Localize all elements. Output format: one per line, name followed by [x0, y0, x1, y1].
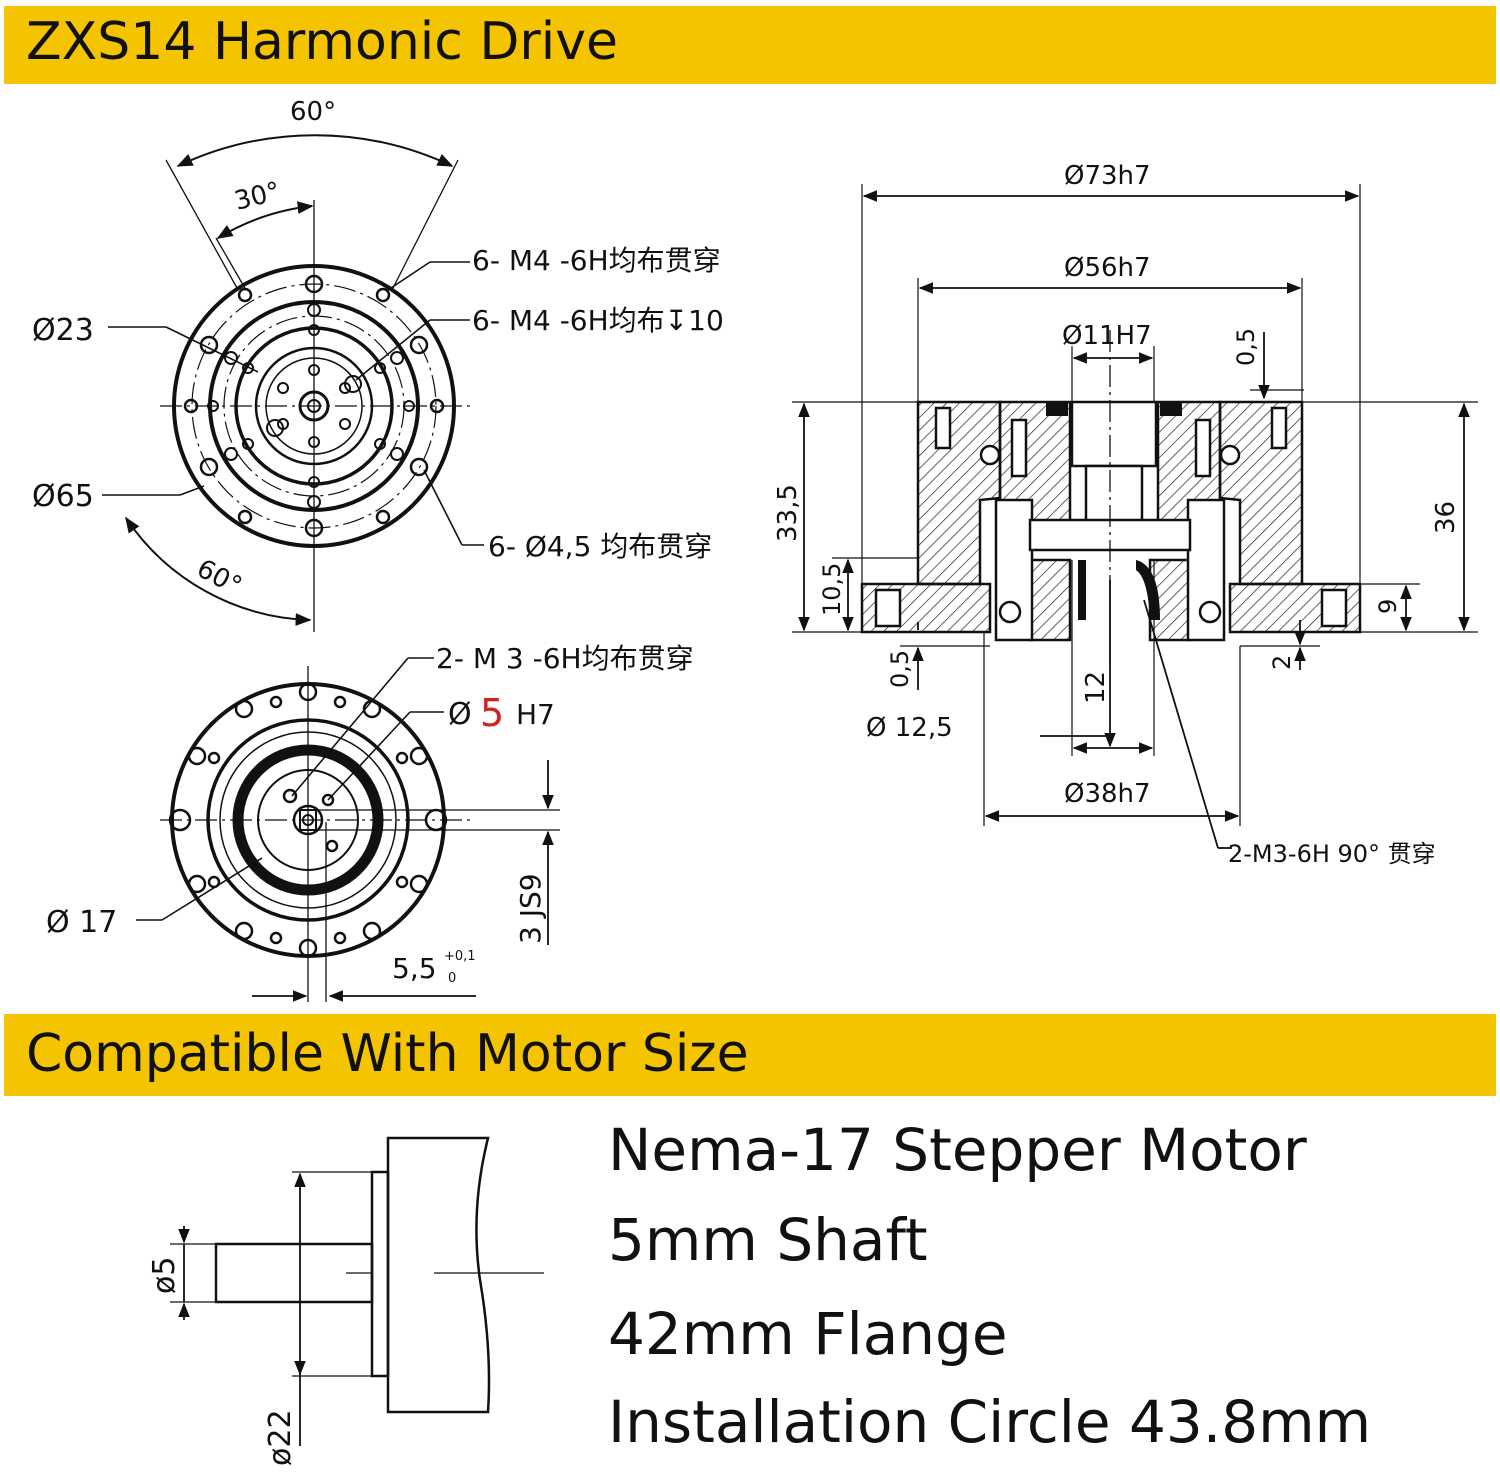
dim-dia-56: Ø56h7	[1064, 253, 1151, 283]
spec-shaft: 5mm Shaft	[608, 1206, 928, 1274]
angle-60-top: 60°	[290, 97, 336, 127]
dim-key-width: 3 JS9	[514, 873, 547, 944]
dim-dia-12-5: Ø 12,5	[866, 713, 953, 743]
dim-shaft-dia: ø5	[147, 1257, 182, 1294]
callout-m4-depth: 6- M4 -6H均布↧10	[472, 304, 724, 337]
tolerance-lower: 0	[448, 971, 456, 986]
spec-flange: 42mm Flange	[608, 1300, 1008, 1368]
dim-dia-73: Ø73h7	[1064, 161, 1151, 191]
front-view-labels: 60° 30° 60° Ø23 Ø65 6- M4 -6H均布贯穿 6- M4 …	[32, 97, 724, 602]
angle-30: 30°	[231, 177, 283, 217]
rear-view	[136, 657, 560, 1002]
dim-height-36: 36	[1431, 501, 1461, 534]
dim-2: 2	[1268, 655, 1296, 670]
angle-60-bottom: 60°	[192, 554, 247, 602]
page-title: ZXS14 Harmonic Drive	[26, 12, 619, 72]
dim-dia-65: Ø65	[32, 479, 94, 514]
rear-view-labels: 2- M 3 -6H均布贯穿 Ø 5 H7 Ø 17 3 JS9 5,5 +0,…	[46, 642, 694, 986]
dim-dia-11: Ø11H7	[1062, 321, 1152, 351]
callout-m3-threads: 2- M 3 -6H均布贯穿	[436, 642, 694, 675]
motor-section-title: Compatible With Motor Size	[26, 1024, 749, 1084]
spec-motor-type: Nema-17 Stepper Motor	[608, 1116, 1307, 1184]
motor-side-labels: ø5 ø22	[147, 1257, 298, 1466]
callout-holes-4-5: 6- Ø4,5 均布贯穿	[488, 530, 712, 563]
callout-bore-prefix: Ø	[448, 697, 472, 732]
section-view	[792, 184, 1478, 849]
spec-install-circle: Installation Circle 43.8mm	[608, 1388, 1372, 1456]
dim-dia-17: Ø 17	[46, 905, 117, 940]
dim-0-5-top: 0,5	[1232, 328, 1260, 366]
dim-height-9: 9	[1374, 599, 1402, 614]
dim-height-33-5: 33,5	[773, 484, 803, 542]
front-view	[102, 134, 484, 632]
dim-12: 12	[1081, 671, 1111, 704]
dim-pilot-dia: ø22	[263, 1409, 298, 1466]
dim-0-5-bottom: 0,5	[886, 650, 914, 688]
motor-side-view	[170, 1136, 544, 1446]
dim-dia-23: Ø23	[32, 313, 94, 348]
dim-height-10-5: 10,5	[818, 563, 846, 616]
callout-bore-value: 5	[480, 691, 504, 735]
motor-section-banner: Compatible With Motor Size	[4, 1014, 1496, 1096]
header-banner: ZXS14 Harmonic Drive	[4, 6, 1496, 84]
callout-m4-through: 6- M4 -6H均布贯穿	[472, 244, 721, 277]
callout-bore-fit: H7	[516, 698, 555, 731]
callout-m3-90: 2-M3-6H 90° 贯穿	[1228, 840, 1436, 868]
section-view-labels: Ø73h7 Ø56h7 Ø11H7 0,5 33,5 36 10,5 9 0,5…	[773, 161, 1461, 868]
tolerance-upper: +0,1	[444, 949, 476, 964]
dim-key-depth: 5,5	[392, 952, 437, 985]
dim-dia-38: Ø38h7	[1064, 779, 1151, 809]
